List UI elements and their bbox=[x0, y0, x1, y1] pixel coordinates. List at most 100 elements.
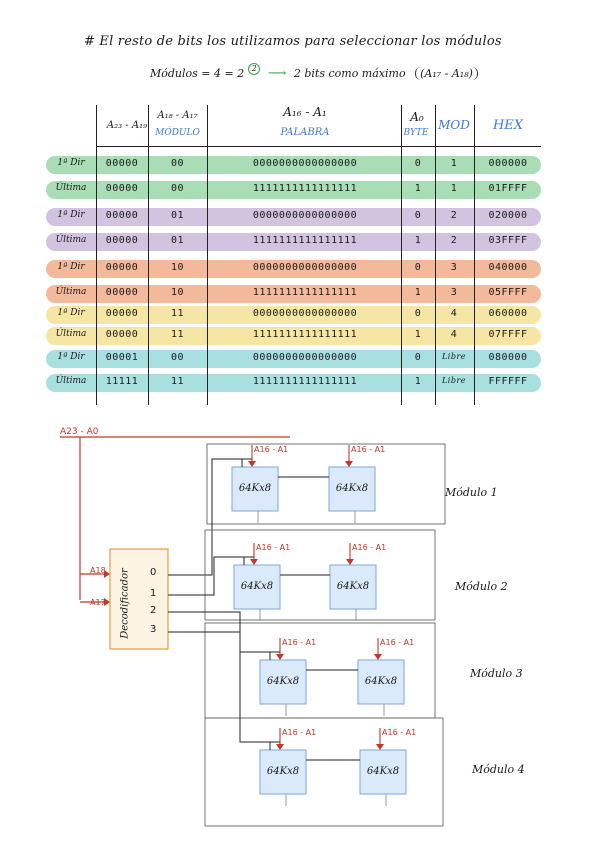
cell-byte: 0 bbox=[414, 210, 422, 221]
table-divider bbox=[435, 105, 437, 405]
table-row-band bbox=[46, 374, 541, 392]
memory-chip bbox=[259, 659, 307, 705]
address-label: A16 - A1 bbox=[351, 445, 386, 454]
arrow-icon bbox=[250, 559, 258, 565]
address-label: A16 - A1 bbox=[254, 445, 289, 454]
chip-label: 64Kx8 bbox=[364, 676, 398, 687]
cell-word: 1111111111111111 bbox=[252, 183, 358, 194]
cell-word: 1111111111111111 bbox=[252, 235, 358, 246]
cell-word: 0000000000000000 bbox=[252, 158, 358, 169]
cell-high: 00000 bbox=[105, 158, 139, 169]
cell-module-bits: 11 bbox=[170, 329, 185, 340]
memory-chip bbox=[233, 564, 281, 610]
table-divider bbox=[474, 105, 476, 405]
address-label: A16 - A1 bbox=[382, 728, 417, 737]
cell-mod: 3 bbox=[450, 262, 458, 273]
module-label-4: Módulo 4 bbox=[472, 763, 525, 776]
cell-word: 0000000000000000 bbox=[252, 352, 358, 363]
cell-byte: 1 bbox=[414, 287, 422, 298]
header-mod: MOD bbox=[438, 118, 470, 132]
memory-chip bbox=[231, 466, 279, 512]
address-label: A16 - A1 bbox=[352, 543, 387, 552]
cell-hex: 020000 bbox=[488, 210, 528, 221]
table-divider bbox=[148, 105, 150, 405]
cell-word: 1111111111111111 bbox=[252, 287, 358, 298]
cell-high: 00000 bbox=[105, 287, 139, 298]
decoder-output-0: 0 bbox=[150, 567, 157, 578]
table-row-band bbox=[46, 285, 541, 303]
cell-module-bits: 10 bbox=[170, 262, 185, 273]
cell-hex: 07FFFF bbox=[488, 329, 528, 340]
arrow-icon bbox=[276, 744, 284, 750]
cell-mod: 2 bbox=[450, 235, 458, 246]
decoder-input-a18: A18 bbox=[90, 566, 106, 575]
range-text: (A₁₇ - A₁₈) bbox=[415, 67, 478, 80]
row-label: Última bbox=[55, 235, 87, 245]
header-word-bits: A₁₆ - A₁ bbox=[283, 105, 327, 119]
cell-mod: 4 bbox=[450, 329, 458, 340]
cell-hex: 080000 bbox=[488, 352, 528, 363]
memory-chip bbox=[357, 659, 405, 705]
row-label: Última bbox=[55, 183, 87, 193]
table-row-band bbox=[46, 156, 541, 174]
cell-hex: 000000 bbox=[488, 158, 528, 169]
cell-word: 0000000000000000 bbox=[252, 262, 358, 273]
table-row-band bbox=[46, 306, 541, 324]
cell-mod: 2 bbox=[450, 210, 458, 221]
cell-high: 00000 bbox=[105, 308, 139, 319]
cell-high: 00000 bbox=[105, 329, 139, 340]
row-label: 1ª Dir bbox=[57, 210, 85, 220]
cell-word: 1111111111111111 bbox=[252, 329, 358, 340]
cell-mod: 1 bbox=[450, 158, 458, 169]
chip-label: 64Kx8 bbox=[336, 581, 370, 592]
cell-high: 00000 bbox=[105, 235, 139, 246]
cell-mod: 4 bbox=[450, 308, 458, 319]
cell-byte: 0 bbox=[414, 308, 422, 319]
cell-module-bits: 00 bbox=[170, 183, 185, 194]
row-label: Última bbox=[55, 329, 87, 339]
table-divider bbox=[207, 105, 209, 405]
cell-byte: 0 bbox=[414, 262, 422, 273]
cell-module-bits: 11 bbox=[170, 308, 185, 319]
arrow-icon bbox=[374, 654, 382, 660]
decoder-output-3: 3 bbox=[150, 624, 157, 635]
cell-mod: Libre bbox=[441, 352, 467, 361]
cell-module-bits: 01 bbox=[170, 210, 185, 221]
cell-byte: 1 bbox=[414, 329, 422, 340]
cell-module-bits: 11 bbox=[170, 376, 185, 387]
cell-module-bits: 00 bbox=[170, 352, 185, 363]
cell-byte: 1 bbox=[414, 376, 422, 387]
exponent-circle: 2 bbox=[248, 63, 261, 75]
arrow-icon bbox=[346, 559, 354, 565]
cell-hex: FFFFFF bbox=[488, 376, 528, 387]
table-divider bbox=[401, 105, 403, 405]
cell-module-bits: 00 bbox=[170, 158, 185, 169]
cell-module-bits: 10 bbox=[170, 287, 185, 298]
chip-label: 64Kx8 bbox=[240, 581, 274, 592]
arrow-icon bbox=[104, 570, 110, 578]
cell-module-bits: 01 bbox=[170, 235, 185, 246]
address-label: A16 - A1 bbox=[282, 638, 317, 647]
cell-high: 00000 bbox=[105, 262, 139, 273]
address-label: A16 - A1 bbox=[256, 543, 291, 552]
address-label: A16 - A1 bbox=[282, 728, 317, 737]
chip-label: 64Kx8 bbox=[266, 676, 300, 687]
memory-chip bbox=[259, 749, 307, 795]
module-label-3: Módulo 3 bbox=[470, 667, 523, 680]
row-label: 1ª Dir bbox=[57, 262, 85, 272]
table-row-band bbox=[46, 181, 541, 199]
cell-high: 00000 bbox=[105, 183, 139, 194]
memory-chip bbox=[329, 564, 377, 610]
header-module-bits: A₁₈ - A₁₇ bbox=[157, 110, 198, 121]
row-label: Última bbox=[55, 287, 87, 297]
result-text: 2 bits como máximo bbox=[293, 67, 406, 80]
header-byte-bit: A₀ bbox=[410, 110, 424, 124]
arrow-icon bbox=[104, 598, 110, 606]
cell-hex: 01FFFF bbox=[488, 183, 528, 194]
arrow-icon bbox=[345, 461, 353, 467]
header-hex: HEX bbox=[492, 118, 524, 133]
header-module: MÓDULO bbox=[155, 128, 200, 138]
decoder-label: Decodificador bbox=[119, 568, 131, 639]
arrow-icon: ⟶ bbox=[267, 66, 287, 81]
